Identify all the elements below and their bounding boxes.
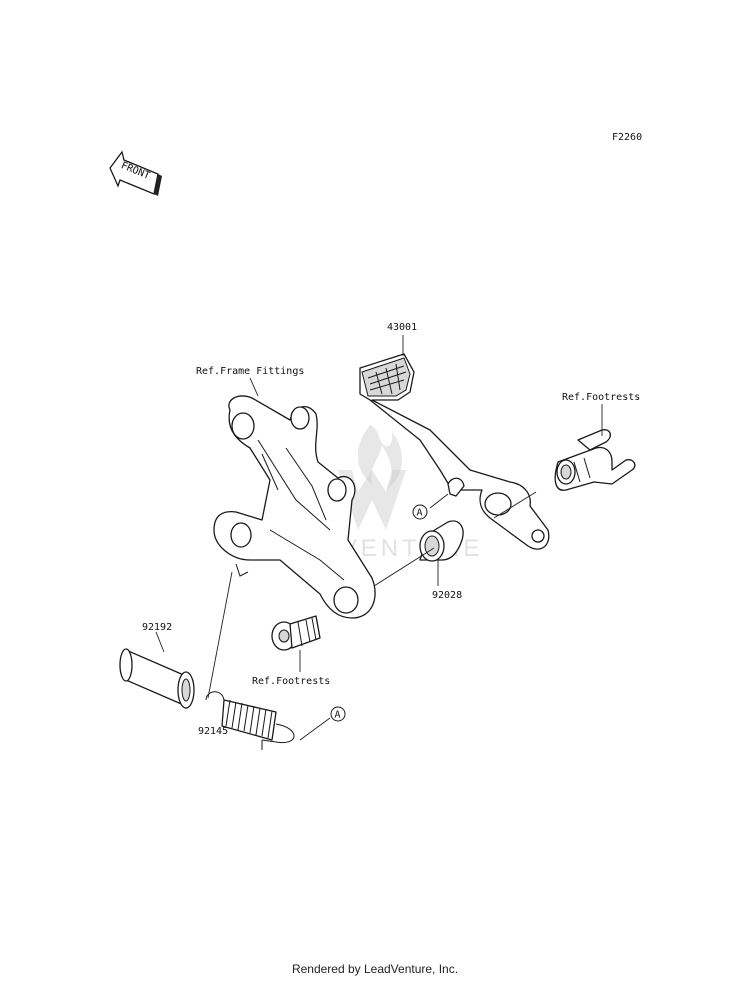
pedal-pad-grip [361, 357, 411, 397]
front-arrow-icon: FRONT [109, 150, 162, 196]
callout-ref-footrests-bottom: Ref.Footrests [252, 676, 330, 687]
return-spring [205, 691, 295, 750]
callout-43001: 43001 [387, 322, 417, 333]
svg-text:A: A [417, 508, 423, 519]
callout-92192: 92192 [142, 622, 172, 633]
callout-ref-frame-fittings: Ref.Frame Fittings [196, 366, 304, 377]
footrest-bracket [213, 395, 376, 619]
leader-lines [155, 335, 603, 741]
callout-92028: 92028 [432, 590, 462, 601]
marker-a-lower: A [330, 706, 346, 722]
callout-ref-footrests-top: Ref.Footrests [562, 392, 640, 403]
collar [119, 648, 195, 709]
pivot-bolt [271, 615, 321, 651]
diagram-code: F2260 [612, 132, 642, 143]
callout-92145: 92145 [198, 726, 228, 737]
marker-a-upper: A [412, 504, 428, 520]
brake-pedal [359, 353, 550, 550]
footrest-clevis [554, 429, 636, 491]
svg-text:A: A [335, 710, 341, 721]
footer-credit: Rendered by LeadVenture, Inc. [291, 962, 459, 976]
